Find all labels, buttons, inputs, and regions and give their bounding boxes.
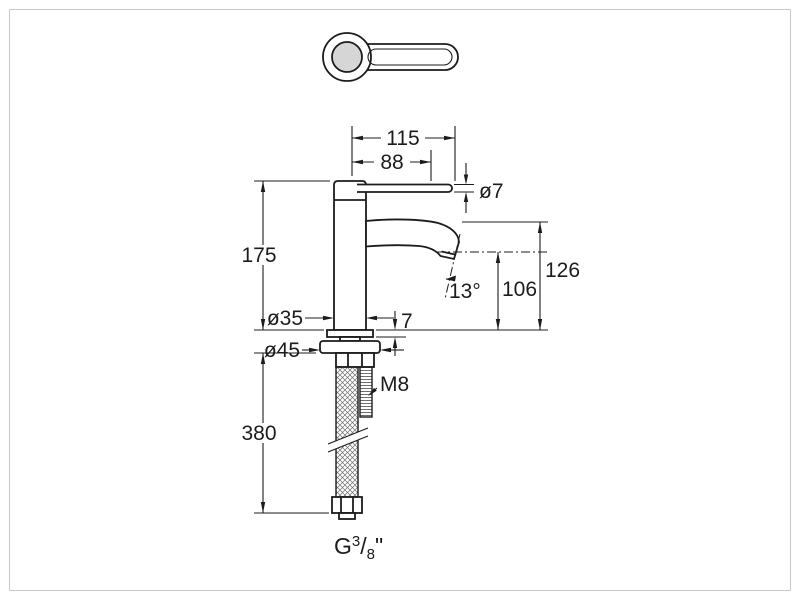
dim-label-spout-angle: 13° — [449, 280, 481, 303]
dim-label-body-height: 175 — [241, 244, 276, 267]
dim-380: 380 — [240, 353, 278, 513]
dim-label-lever-diameter: ø7 — [479, 180, 504, 203]
dim-m8: M8 — [368, 373, 409, 396]
hose-break-gap — [328, 428, 368, 452]
dim-label-outlet-height: 106 — [502, 278, 537, 301]
dim-label-collar-thickness: 7 — [401, 310, 413, 333]
lever-top-view — [322, 32, 459, 82]
faucet-body — [333, 180, 367, 331]
dim-dia7: ø7 — [463, 163, 504, 213]
hose-fitting — [335, 352, 375, 368]
dim-label-top-width: 115 — [386, 127, 419, 150]
dim-7: 7 — [392, 310, 413, 356]
connection-prefix: G — [334, 533, 352, 559]
supply-hose — [335, 366, 359, 498]
dim-label-hose-length: 380 — [241, 422, 276, 445]
outlet-centerline-tilted — [444, 233, 461, 300]
hose-break-line — [327, 427, 369, 445]
dim-88: 88 — [352, 151, 431, 174]
dim-dia35: ø35 — [267, 307, 394, 330]
connection-denominator: 8 — [367, 546, 375, 563]
dim-175: 175 — [240, 181, 278, 330]
dim-g38: G3/8" — [334, 533, 383, 563]
dim-label-stud-thread: M8 — [380, 373, 409, 396]
dim-angle-13: 13° — [445, 275, 481, 303]
dim-label-body-diameter: ø35 — [267, 307, 303, 330]
dim-label-connection: G3/8" — [334, 533, 383, 563]
dim-115: 115 — [352, 127, 455, 150]
connection-numerator: 3 — [352, 533, 360, 550]
base-collar — [326, 329, 374, 338]
lever-arm-inner-line — [367, 48, 453, 66]
dim-dia45: ø45 — [264, 339, 404, 362]
connection-suffix: " — [375, 533, 383, 559]
handle-lever-rod — [357, 183, 453, 193]
base-flange — [319, 340, 381, 354]
lever-knob-inner — [331, 41, 363, 73]
dim-label-handle-width: 88 — [380, 151, 403, 174]
dim-126: 126 — [537, 222, 580, 330]
extension-lines — [254, 126, 548, 514]
threaded-stud-m8 — [359, 366, 373, 418]
dim-106: 106 — [495, 252, 537, 330]
hose-outlet-stub — [338, 512, 356, 520]
faucet-front-view — [319, 180, 460, 520]
connection-slash: / — [360, 533, 367, 559]
dim-label-spout-top-height: 126 — [545, 259, 580, 282]
hose-break-line — [327, 435, 369, 453]
hose-nut — [331, 496, 363, 514]
dim-label-flange-diameter: ø45 — [264, 339, 300, 362]
